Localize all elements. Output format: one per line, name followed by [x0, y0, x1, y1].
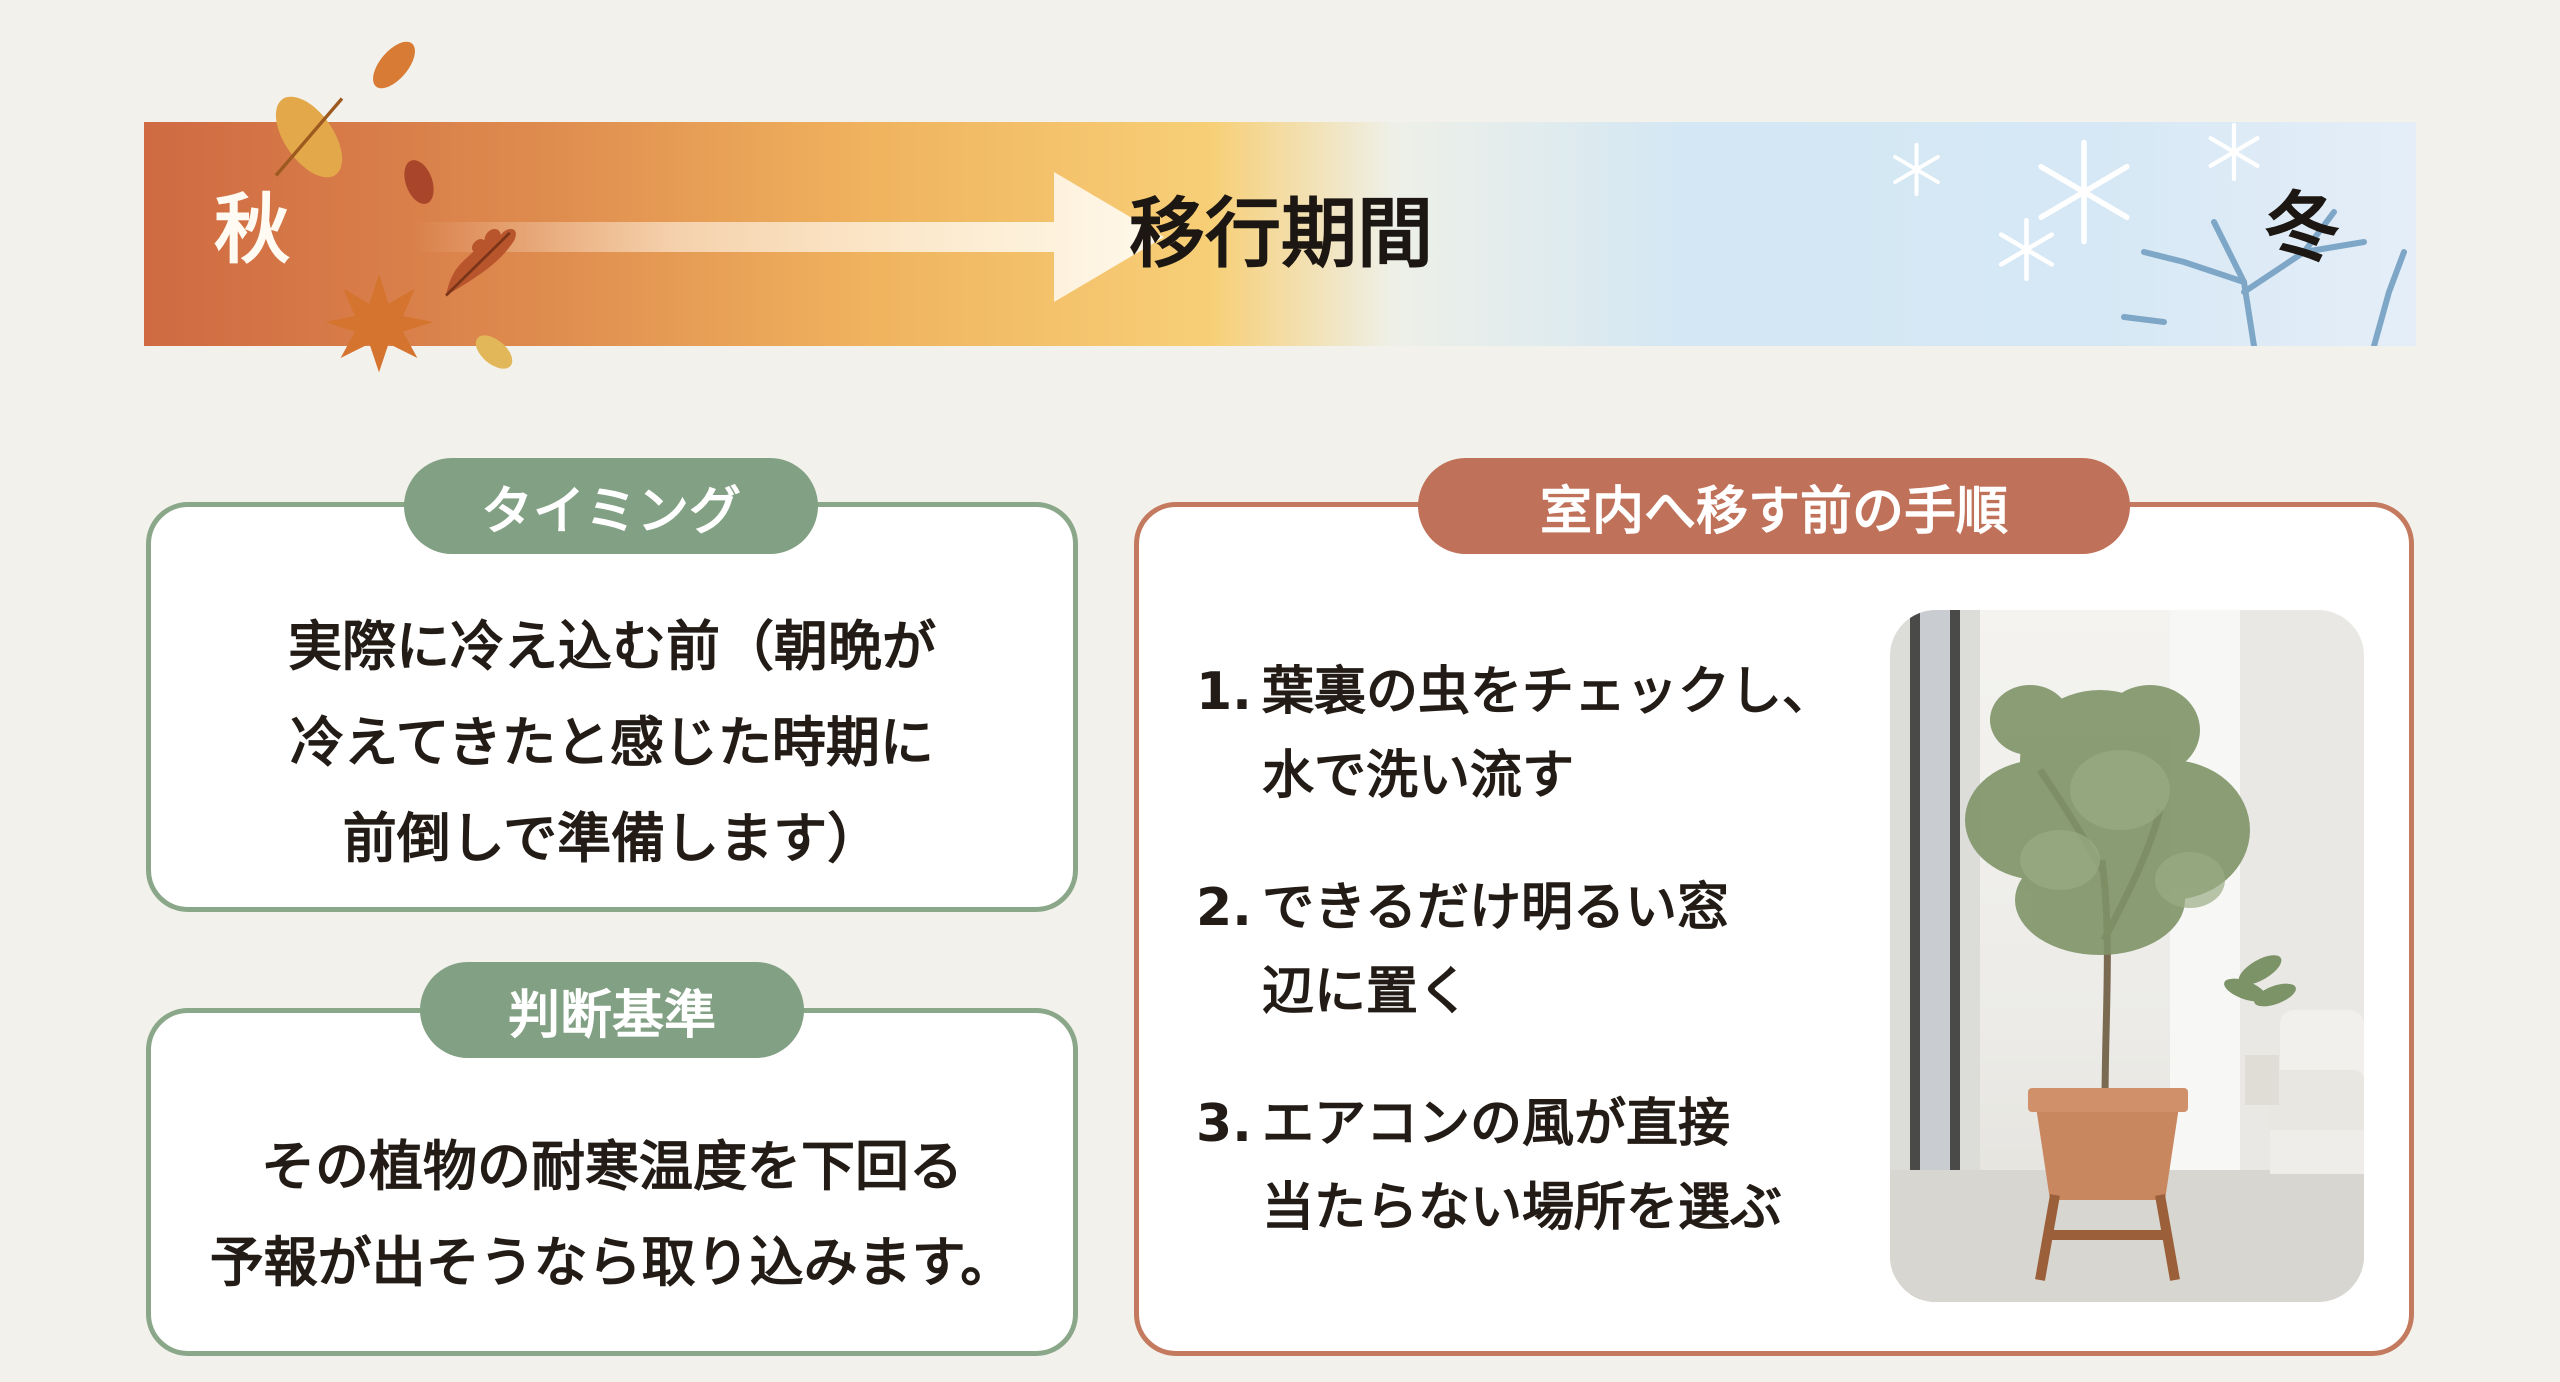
timing-title: タイミング: [404, 458, 818, 554]
criteria-card: その植物の耐寒温度を下回る 予報が出そうなら取り込みます。: [146, 1008, 1078, 1356]
timing-line: 冷えてきたと感じた時期に: [290, 711, 934, 774]
olive-tree-photo: [1890, 610, 2364, 1302]
step-text: できるだけ明るい窓: [1262, 878, 1729, 938]
snowflake-icon: [1998, 217, 2055, 282]
leaf-icon: [274, 96, 344, 178]
leaf-icon: [373, 41, 415, 89]
step-text: 葉裏の虫をチェックし、: [1262, 662, 1835, 722]
step-item: 1.葉裏の虫をチェックし、 水で洗い流す: [1196, 650, 1896, 818]
step-number: 2.: [1196, 878, 1252, 938]
step-number: 1.: [1196, 662, 1252, 722]
procedure-steps: 1.葉裏の虫をチェックし、 水で洗い流す 2.できるだけ明るい窓 辺に置く 3.…: [1196, 650, 1896, 1298]
snowflake-icon: [2208, 122, 2260, 182]
winter-label: 冬: [2264, 183, 2340, 272]
bare-branch-icon: [2121, 209, 2407, 346]
leaf-icon: [475, 335, 513, 369]
timing-line: 前倒しで準備します）: [342, 807, 882, 870]
timing-card: 実際に冷え込む前（朝晩が 冷えてきたと感じた時期に 前倒しで準備します）: [146, 502, 1078, 912]
olive-tree-illustration: [1890, 610, 2364, 1302]
step-text: 当たらない場所を選ぶ: [1262, 1178, 1783, 1238]
transition-label: 移行期間: [1129, 189, 1433, 278]
season-transition-banner: 秋 移行期間 冬: [144, 41, 2416, 373]
snowflake-icon: [2038, 139, 2130, 245]
maple-leaf-icon: [325, 274, 433, 373]
leaf-icon: [404, 160, 434, 204]
step-text: 水で洗い流す: [1262, 746, 1575, 806]
oak-leaf-icon: [445, 228, 516, 297]
criteria-line: その植物の耐寒温度を下回る: [261, 1135, 963, 1198]
autumn-label: 秋: [214, 185, 290, 274]
criteria-title: 判断基準: [420, 962, 804, 1058]
step-item: 2.できるだけ明るい窓 辺に置く: [1196, 866, 1896, 1034]
snowflake-icon: [1893, 142, 1940, 197]
step-text: 辺に置く: [1262, 962, 1471, 1022]
criteria-text: その植物の耐寒温度を下回る 予報が出そうなら取り込みます。: [151, 1119, 1073, 1311]
timing-text: 実際に冷え込む前（朝晩が 冷えてきたと感じた時期に 前倒しで準備します）: [151, 599, 1073, 887]
step-text: エアコンの風が直接: [1262, 1094, 1731, 1154]
step-item: 3.エアコンの風が直接 当たらない場所を選ぶ: [1196, 1082, 1896, 1250]
criteria-line: 予報が出そうなら取り込みます。: [209, 1231, 1015, 1294]
step-number: 3.: [1196, 1094, 1252, 1154]
timing-line: 実際に冷え込む前（朝晩が: [288, 615, 936, 678]
procedure-title: 室内へ移す前の手順: [1418, 458, 2130, 554]
arrow-icon: [414, 172, 1164, 302]
